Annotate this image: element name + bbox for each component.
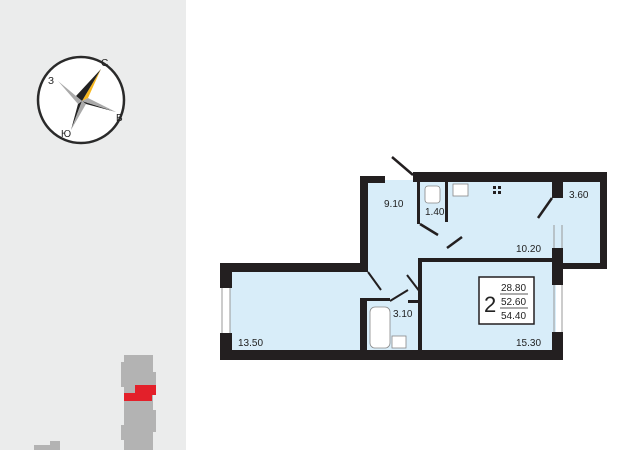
- kitchen-sink-icon: [452, 183, 469, 197]
- doors[interactable]: [367, 156, 554, 302]
- fixtures: [369, 183, 469, 349]
- rooms-count: 2: [484, 292, 496, 317]
- room-area-bathroom: 3.10: [393, 309, 413, 320]
- apartment-highlight: [124, 393, 152, 401]
- compass-rose: С В Ю З: [36, 55, 126, 145]
- bathroom-sink-icon: [391, 335, 407, 349]
- compass-east-label: В: [116, 113, 123, 124]
- total-area: 52.60: [501, 297, 526, 308]
- room-area-balcony: 3.60: [569, 190, 589, 201]
- bathtub-icon: [369, 306, 391, 349]
- floor-areas: [230, 180, 602, 352]
- room-area-bedroom: 15.30: [516, 338, 541, 349]
- room-area-hall: 9.10: [384, 199, 404, 210]
- compass-south-label: Ю: [61, 129, 71, 140]
- building-minimap: [34, 355, 156, 450]
- living-area: 28.80: [501, 283, 526, 294]
- stove-icon: [493, 186, 501, 194]
- room-area-toilet: 1.40: [425, 207, 445, 218]
- area-summary-box: 2 28.80 52.60 54.40: [478, 276, 535, 325]
- total-area-with-balcony: 54.40: [501, 311, 526, 322]
- compass-west-label: З: [48, 76, 54, 87]
- toilet-icon: [424, 185, 441, 204]
- walls: [220, 172, 607, 360]
- room-area-kitchen: 10.20: [516, 244, 541, 255]
- room-area-living-room: 13.50: [238, 338, 263, 349]
- windows: [221, 225, 563, 333]
- compass-north-label: С: [101, 58, 108, 69]
